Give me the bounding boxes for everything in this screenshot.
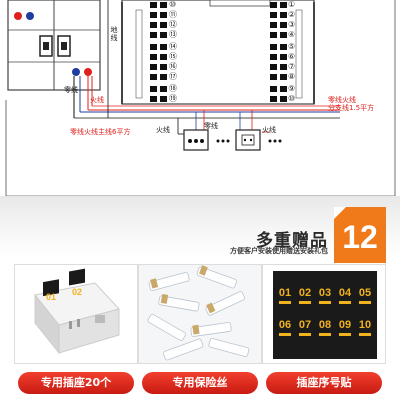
sticker-number: 02 bbox=[296, 285, 314, 309]
outlet-2 bbox=[235, 129, 261, 151]
sticker-number-text: 07 bbox=[298, 319, 312, 331]
sticker-number-text: 09 bbox=[338, 319, 352, 331]
neutral-label: 零线 bbox=[64, 86, 78, 94]
sticker-logo-icon bbox=[319, 333, 331, 336]
gift-card-stickers: 01 02 03 04 05 06 07 08 09 10 插座序号贴 bbox=[262, 264, 386, 400]
right-terminal-number: ⑧ bbox=[288, 72, 296, 81]
sticker-logo-icon bbox=[279, 301, 291, 304]
header-number: 12 bbox=[342, 219, 378, 255]
left-terminal-blocks bbox=[150, 2, 167, 102]
sticker-number: 10 bbox=[356, 317, 374, 341]
sticker-number: 04 bbox=[336, 285, 354, 309]
sticker-logo-icon bbox=[359, 333, 371, 336]
sticker-number: 03 bbox=[316, 285, 334, 309]
sticker-number-text: 10 bbox=[358, 319, 372, 331]
left-terminal-number: ⑯ bbox=[169, 62, 177, 71]
number-badge-icon bbox=[334, 207, 386, 263]
socket-image: 01 02 bbox=[14, 264, 138, 364]
sticker-logo-icon bbox=[339, 333, 351, 336]
live-label: 火线 bbox=[90, 96, 104, 104]
sticker-number-text: 03 bbox=[318, 287, 332, 299]
gift-label-socket: 专用插座20个 bbox=[18, 372, 134, 394]
wiring-diagram-svg bbox=[5, 0, 396, 196]
right-terminal-blocks bbox=[270, 2, 287, 102]
sticker-number: 05 bbox=[356, 285, 374, 309]
header-title: 多重赠品 bbox=[256, 231, 328, 251]
right-terminal-number: ④ bbox=[288, 30, 296, 39]
sticker-logo-icon bbox=[359, 301, 371, 304]
sticker-number: 01 bbox=[276, 285, 294, 309]
right-terminal-number: ⑦ bbox=[288, 62, 296, 71]
header-subtitle: 方便客户安装使用赠送安装礼包 bbox=[230, 247, 328, 255]
socket-icon bbox=[34, 268, 120, 355]
fuse-image bbox=[138, 264, 262, 364]
sticker-number: 09 bbox=[336, 317, 354, 341]
left-terminal-number: ⑮ bbox=[169, 52, 177, 61]
right-terminal-number: ⑩ bbox=[288, 94, 296, 103]
sticker-number-text: 05 bbox=[358, 287, 372, 299]
left-terminal-number: ⑩ bbox=[169, 0, 177, 9]
sticker-number-text: 02 bbox=[298, 287, 312, 299]
gift-card-socket: 01 02 专用插座20个 bbox=[14, 264, 138, 400]
sticker-number-text: 01 bbox=[278, 287, 292, 299]
left-terminal-number: ⑪ bbox=[169, 10, 177, 19]
right-terminal-number: ③ bbox=[288, 20, 296, 29]
left-terminal-number: ⑫ bbox=[169, 20, 177, 29]
sticker-logo-icon bbox=[299, 301, 311, 304]
gift-label-stickers: 插座序号贴 bbox=[266, 372, 382, 394]
right-terminal-number: ② bbox=[288, 10, 296, 19]
left-terminal-number: ⑱ bbox=[169, 84, 177, 93]
sticker-number: 06 bbox=[276, 317, 294, 341]
sticker-number-text: 06 bbox=[278, 319, 292, 331]
sticker-logo-icon bbox=[299, 333, 311, 336]
neutral-mid-label: 零线 bbox=[204, 122, 218, 130]
left-terminal-number: ⑰ bbox=[169, 72, 177, 81]
right-wire-note-2: 分支线1.5平方 bbox=[328, 104, 375, 112]
socket-badge-02: 02 bbox=[72, 287, 83, 297]
gift-label-fuse: 专用保险丝 bbox=[142, 372, 258, 394]
sticker-number-text: 08 bbox=[318, 319, 332, 331]
fuse-icon bbox=[147, 265, 250, 361]
right-terminal-number: ⑥ bbox=[288, 52, 296, 61]
right-terminal-number: ⑤ bbox=[288, 42, 296, 51]
left-terminal-number: ⑲ bbox=[169, 94, 177, 103]
gift-header: 多重赠品 方便客户安装使用赠送安装礼包 bbox=[0, 196, 400, 258]
sticker-number: 07 bbox=[296, 317, 314, 341]
live-mid-label: 火线 bbox=[156, 126, 170, 134]
socket-badge-01: 01 bbox=[46, 292, 57, 302]
ground-label: 地线 bbox=[110, 26, 118, 42]
live-right-label: 火线 bbox=[262, 126, 276, 134]
main-wire-note: 零线火线主线6平方 bbox=[70, 128, 131, 136]
left-terminal-number: ⑭ bbox=[169, 42, 177, 51]
sticker-logo-icon bbox=[339, 301, 351, 304]
left-terminal-number: ⑬ bbox=[169, 30, 177, 39]
gift-card-fuse: 专用保险丝 bbox=[138, 264, 262, 400]
sticker-number: 08 bbox=[316, 317, 334, 341]
sticker-logo-icon bbox=[279, 333, 291, 336]
sticker-sheet: 01 02 03 04 05 06 07 08 09 10 bbox=[273, 271, 377, 359]
right-terminal-number: ① bbox=[288, 0, 296, 9]
sticker-logo-icon bbox=[319, 301, 331, 304]
sticker-image: 01 02 03 04 05 06 07 08 09 10 bbox=[262, 264, 386, 364]
right-terminal-number: ⑨ bbox=[288, 84, 296, 93]
wiring-diagram: 地线 零线 火线 火线 零线 火线 零线火线主线6平方 零线火线 分支线1.5平… bbox=[0, 0, 400, 196]
sticker-number-text: 04 bbox=[338, 287, 352, 299]
right-wire-note-1: 零线火线 bbox=[328, 96, 356, 104]
